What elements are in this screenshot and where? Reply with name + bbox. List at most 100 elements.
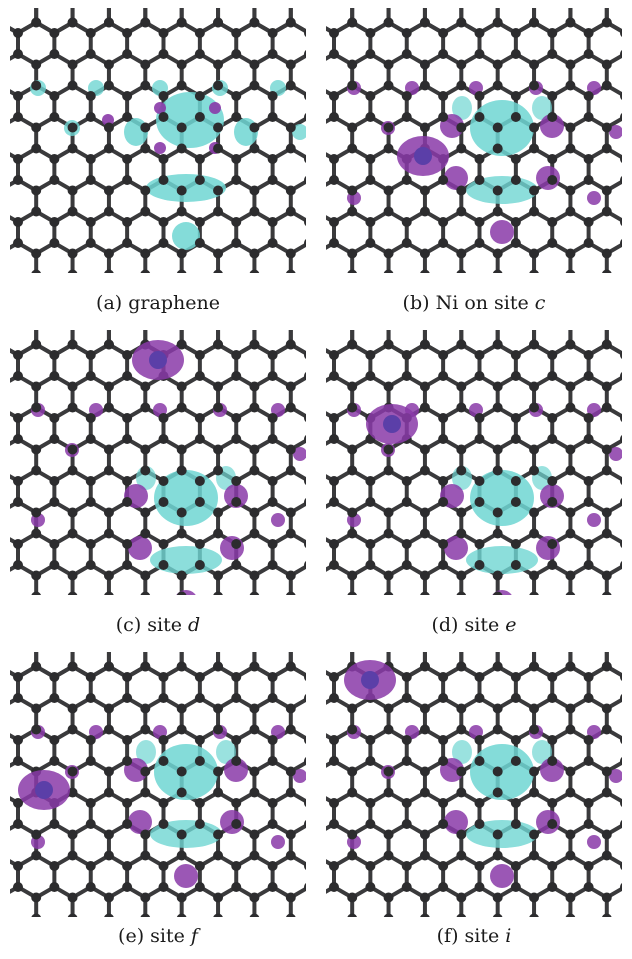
carbon-atom — [329, 154, 339, 164]
carbon-atom — [176, 528, 187, 539]
carbon-atom — [565, 829, 576, 840]
carbon-atom — [285, 703, 296, 714]
carbon-atom — [267, 413, 278, 423]
carbon-atom — [329, 413, 339, 423]
carbon-atom — [285, 143, 296, 154]
carbon-atom — [474, 539, 485, 549]
carbon-atom — [510, 238, 521, 248]
carbon-atom — [231, 238, 242, 248]
carbon-atom — [286, 269, 296, 273]
carbon-atom — [365, 28, 376, 38]
carbon-atom — [213, 829, 224, 840]
carbon-atom — [601, 703, 612, 714]
carbon-atom — [401, 112, 412, 122]
carbon-atom — [401, 735, 412, 745]
carbon-atom — [401, 371, 412, 381]
cyan-density-lobe — [172, 222, 200, 250]
carbon-atom — [383, 703, 394, 714]
carbon-atom — [365, 756, 376, 766]
caption-b: (b) Ni on site c — [316, 292, 632, 314]
carbon-atom — [31, 248, 42, 259]
carbon-atom — [13, 112, 23, 122]
carbon-atom — [547, 672, 558, 682]
carbon-atom — [158, 497, 169, 507]
carbon-atom — [383, 269, 394, 273]
carbon-atom — [529, 703, 540, 714]
carbon-atom — [85, 91, 96, 101]
carbon-atom — [85, 476, 96, 486]
carbon-atom — [13, 434, 23, 444]
carbon-atom — [140, 381, 151, 392]
carbon-atom — [176, 402, 187, 413]
carbon-atom — [103, 17, 114, 28]
carbon-atom — [176, 591, 187, 595]
carbon-atom — [529, 465, 540, 476]
purple-density-lobe — [444, 166, 468, 190]
carbon-atom — [213, 143, 224, 154]
carbon-atom — [329, 861, 339, 871]
purple-density-lobe — [609, 769, 622, 783]
carbon-atom — [85, 693, 96, 703]
carbon-atom — [510, 497, 521, 507]
carbon-atom — [565, 507, 576, 518]
carbon-atom — [249, 206, 260, 217]
carbon-atom — [267, 217, 278, 227]
carbon-atom — [583, 371, 594, 381]
carbon-atom — [122, 350, 133, 360]
carbon-atom — [565, 185, 576, 196]
carbon-atom — [285, 248, 296, 259]
carbon-atom — [49, 861, 60, 871]
carbon-atom — [13, 175, 23, 185]
carbon-atom — [347, 17, 358, 28]
carbon-atom — [194, 371, 205, 381]
carbon-atom — [176, 850, 187, 861]
caption-b-text: Ni on site — [435, 292, 529, 314]
cyan-density-lobe — [452, 96, 472, 120]
carbon-atom — [547, 371, 558, 381]
carbon-atoms — [329, 339, 622, 595]
carbon-atom — [67, 381, 78, 392]
carbon-atom — [303, 91, 306, 101]
carbon-atom — [249, 528, 260, 539]
carbon-atom — [103, 339, 114, 350]
carbon-atom — [49, 476, 60, 486]
carbon-atom — [13, 798, 23, 808]
carbon-atom — [456, 528, 467, 539]
ni-adatom — [18, 770, 70, 810]
carbon-atom — [438, 434, 449, 444]
carbon-atom — [303, 413, 306, 423]
purple-density-lobe — [271, 835, 285, 849]
carbon-atom — [329, 49, 339, 59]
carbon-atom — [85, 28, 96, 38]
carbon-atom — [619, 693, 622, 703]
carbon-atom — [103, 248, 114, 259]
carbon-atom — [510, 882, 521, 892]
carbon-atom — [329, 539, 339, 549]
caption-c-text: site — [147, 614, 182, 636]
carbon-atom — [267, 476, 278, 486]
carbon-atom — [456, 661, 467, 672]
carbon-atom — [401, 539, 412, 549]
carbon-atom — [492, 528, 503, 539]
carbon-atom — [249, 17, 260, 28]
carbon-atom — [285, 892, 296, 903]
carbon-atom — [85, 217, 96, 227]
carbon-atom — [601, 528, 612, 539]
carbon-atom — [85, 756, 96, 766]
carbon-atom — [492, 913, 503, 917]
carbon-atom — [583, 672, 594, 682]
panel-b-ni-site-c — [326, 8, 622, 273]
carbon-atom — [231, 350, 242, 360]
carbon-atom — [49, 693, 60, 703]
carbon-atom — [140, 829, 151, 840]
carbon-atom — [565, 17, 576, 28]
carbon-atom — [49, 560, 60, 570]
carbon-atom — [456, 381, 467, 392]
carbon-atom — [456, 80, 467, 91]
carbon-atom — [401, 49, 412, 59]
ni-adatom — [344, 660, 396, 700]
carbon-atom — [85, 539, 96, 549]
carbon-atom — [194, 413, 205, 423]
carbon-atom — [231, 798, 242, 808]
carbon-atom — [13, 693, 23, 703]
